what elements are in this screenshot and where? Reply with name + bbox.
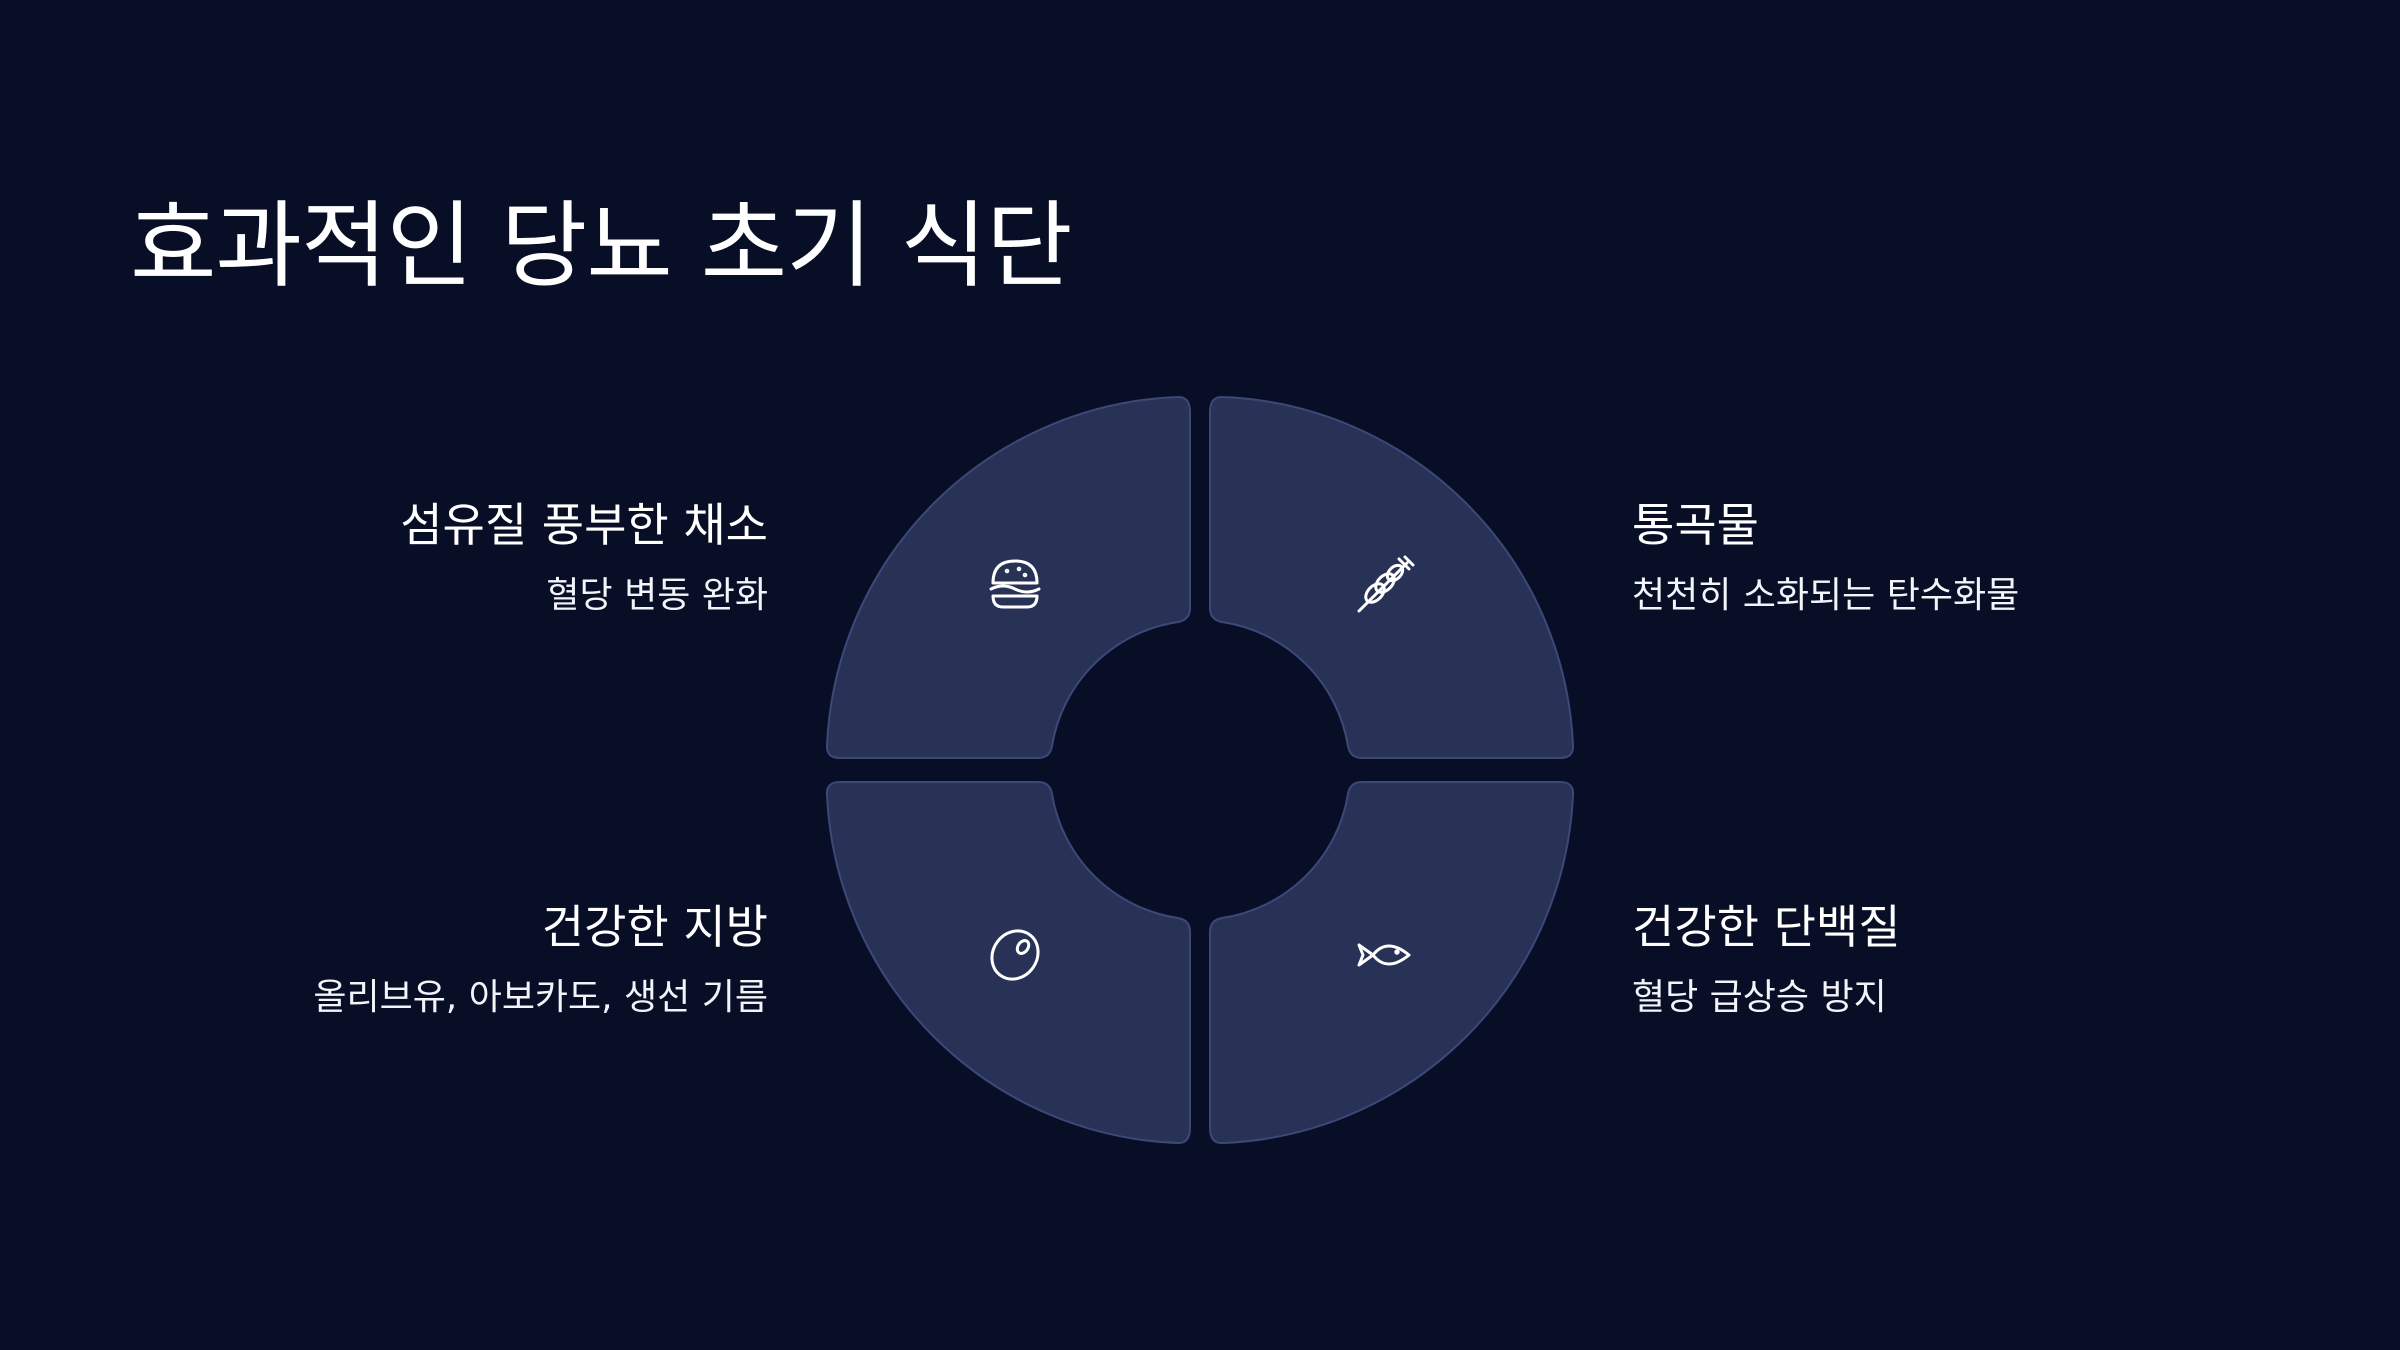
item-whole-grains: 통곡물 천천히 소화되는 탄수화물 xyxy=(1632,502,2019,614)
burger-icon xyxy=(989,559,1041,609)
segment-top-left xyxy=(825,395,1191,759)
item-heading: 건강한 지방 xyxy=(541,900,768,954)
item-healthy-protein: 건강한 단백질 혈당 급상승 방지 xyxy=(1632,904,1901,1016)
item-fiber-vegetables: 섬유질 풍부한 채소 혈당 변동 완화 xyxy=(400,502,768,614)
item-heading: 섬유질 풍부한 채소 xyxy=(400,498,768,552)
fish-icon xyxy=(1357,943,1411,967)
olive-icon xyxy=(990,929,1040,981)
item-description: 혈당 급상승 방지 xyxy=(1632,977,1887,1018)
item-description: 올리브유, 아보카도, 생선 기름 xyxy=(313,977,768,1018)
wheat-icon xyxy=(1357,555,1415,613)
item-healthy-fats: 건강한 지방 올리브유, 아보카도, 생선 기름 xyxy=(313,904,768,1016)
segment-bottom-left xyxy=(825,781,1191,1145)
item-heading: 통곡물 xyxy=(1632,498,1759,552)
item-heading: 건강한 단백질 xyxy=(1632,900,1901,954)
item-description: 천천히 소화되는 탄수화물 xyxy=(1632,575,2020,616)
item-description: 혈당 변동 완화 xyxy=(546,575,768,616)
page-title: 효과적인 당뇨 초기 식단 xyxy=(130,192,1072,301)
